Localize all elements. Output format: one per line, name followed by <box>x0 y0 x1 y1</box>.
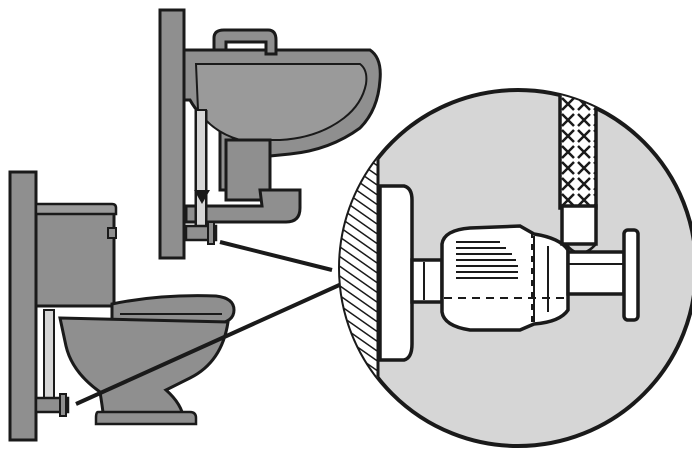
toilet-shutoff-valve-icon <box>34 393 70 417</box>
escutcheon-plate-icon <box>378 184 414 362</box>
sink-icon <box>182 28 382 229</box>
toilet-pointer-line <box>75 280 347 406</box>
supply-line-icon <box>558 90 598 210</box>
wall-section-icon <box>340 90 380 446</box>
toilet-icon <box>34 202 236 426</box>
sink-pointer-line <box>219 240 333 272</box>
shutoff-valve-icon <box>410 204 640 332</box>
magnified-view <box>338 88 692 448</box>
valve-handle-icon <box>622 228 640 322</box>
sink-wall-icon <box>158 8 186 260</box>
toilet-wall-icon <box>8 170 38 442</box>
sink-shutoff-valve-icon <box>184 221 218 245</box>
